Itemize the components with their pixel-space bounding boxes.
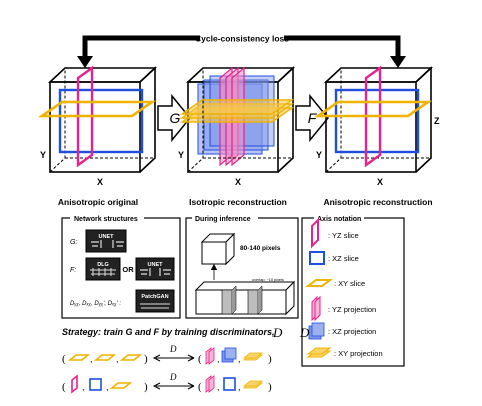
- svg-text:,: ,: [217, 382, 220, 392]
- unet-thumbnail-f: UNET: [135, 257, 175, 281]
- legend-xy-slice: : XY slice: [334, 279, 365, 288]
- axis-z-label: Z: [434, 116, 440, 126]
- xy-projection-icon: [306, 347, 332, 358]
- discriminator-row-yz-xz: ( , , ) D ( , , ): [62, 372, 272, 394]
- axis-x-label: X: [235, 177, 241, 187]
- f-symbol: F:: [70, 267, 76, 274]
- svg-text:,: ,: [238, 382, 241, 392]
- svg-text:): ): [144, 353, 148, 365]
- legend-xz-slice: : XZ slice: [328, 254, 359, 263]
- network-structures-box: Network structures G: UNET F: DLG OR UNE…: [61, 212, 181, 319]
- inference-box-title: During inference: [195, 216, 251, 223]
- strategy-discriminator-1: D: [272, 325, 283, 340]
- yz-slice: [76, 65, 94, 168]
- axis-notation-title: Axis notation: [317, 216, 361, 223]
- arrow-f-label: F: [308, 110, 318, 126]
- cycle-loss-label: Cycle-consistency loss: [195, 34, 289, 44]
- overlap-label: overlap: ~10 pixels: [252, 278, 284, 282]
- svg-text:UNET: UNET: [99, 234, 115, 240]
- caption-anisotropic-reconstruction: Anisotropic reconstruction: [323, 197, 432, 207]
- volume-tiles: [194, 280, 296, 316]
- svg-text:(: (: [62, 381, 66, 393]
- strategy-text: Strategy: train G and F by training disc…: [62, 327, 275, 337]
- axis-y-label: Y: [40, 150, 46, 160]
- patch-cube: [200, 232, 236, 266]
- svg-text:): ): [144, 381, 148, 393]
- arrow-g-label: G: [170, 110, 181, 126]
- network-box-title: Network structures: [74, 216, 138, 223]
- caption-anisotropic-original: Anisotropic original: [58, 197, 138, 207]
- svg-text:D: D: [169, 372, 177, 382]
- svg-text:,: ,: [106, 382, 109, 392]
- svg-text:DLG: DLG: [97, 262, 109, 268]
- cube-anisotropic-original: X Y Z: [37, 65, 166, 187]
- legend-xy-projection: : XY projection: [334, 349, 383, 358]
- discriminator-symbols: Dᵧᵪ, Dₓᵪ, Dᵧᵪʹ, Dₓᵪʹ :: [70, 300, 121, 307]
- g-symbol: G:: [70, 239, 77, 246]
- discriminator-row-xy: ( , , ) D ( , , ): [62, 344, 272, 365]
- cube-anisotropic-reconstruction: X Y Z: [313, 65, 440, 187]
- axis-y-label: Y: [316, 150, 322, 160]
- yz-projection-icon: [311, 295, 321, 322]
- svg-text:,: ,: [217, 354, 220, 364]
- svg-text:(: (: [198, 381, 202, 393]
- xy-slice-icon: [305, 279, 333, 287]
- svg-text:PatchGAN: PatchGAN: [141, 294, 168, 300]
- axis-x-label: X: [97, 177, 103, 187]
- svg-text:,: ,: [116, 354, 119, 364]
- svg-text:D: D: [169, 344, 177, 354]
- svg-text:,: ,: [82, 382, 85, 392]
- arrow-f: F: [295, 93, 329, 143]
- xz-projection-icon: [308, 322, 325, 340]
- svg-text:(: (: [62, 353, 66, 365]
- cycle-consistency-bracket: Cycle-consistency loss: [77, 31, 406, 68]
- legend-yz-projection: : YZ projection: [328, 305, 376, 314]
- xy-slice: [37, 100, 157, 118]
- svg-text:,: ,: [90, 354, 93, 364]
- svg-text:(: (: [198, 353, 202, 365]
- svg-text:,: ,: [238, 354, 241, 364]
- or-label: OR: [122, 265, 134, 274]
- unet-thumbnail-g: UNET: [85, 229, 127, 253]
- svg-text:): ): [268, 353, 272, 365]
- legend-xz-projection: : XZ projection: [328, 327, 376, 336]
- legend-yz-slice: : YZ slice: [328, 231, 359, 240]
- strategy-discriminator-2: D: [299, 325, 310, 340]
- axis-x-label: X: [377, 177, 383, 187]
- arrow-g: G: [157, 93, 191, 143]
- patch-size-label: 80-140 pixels: [240, 245, 281, 252]
- during-inference-box: During inference 80-140 pixels overlap: …: [185, 212, 299, 319]
- xz-slice: [58, 88, 144, 154]
- svg-text:UNET: UNET: [148, 262, 164, 268]
- svg-text:): ): [268, 381, 272, 393]
- axis-y-label: Y: [178, 150, 184, 160]
- axis-notation-box: Axis notation : YZ slice : XZ slice : XY…: [301, 212, 405, 367]
- cube-isotropic-reconstruction: X Y: [178, 66, 296, 187]
- dlg-thumbnail: DLG: [85, 257, 121, 281]
- caption-isotropic-reconstruction: Isotropic reconstruction: [189, 197, 287, 207]
- yz-slice-icon: [311, 217, 319, 249]
- xz-slice-icon: [309, 251, 325, 265]
- patchgan-thumbnail: PatchGAN: [135, 289, 175, 313]
